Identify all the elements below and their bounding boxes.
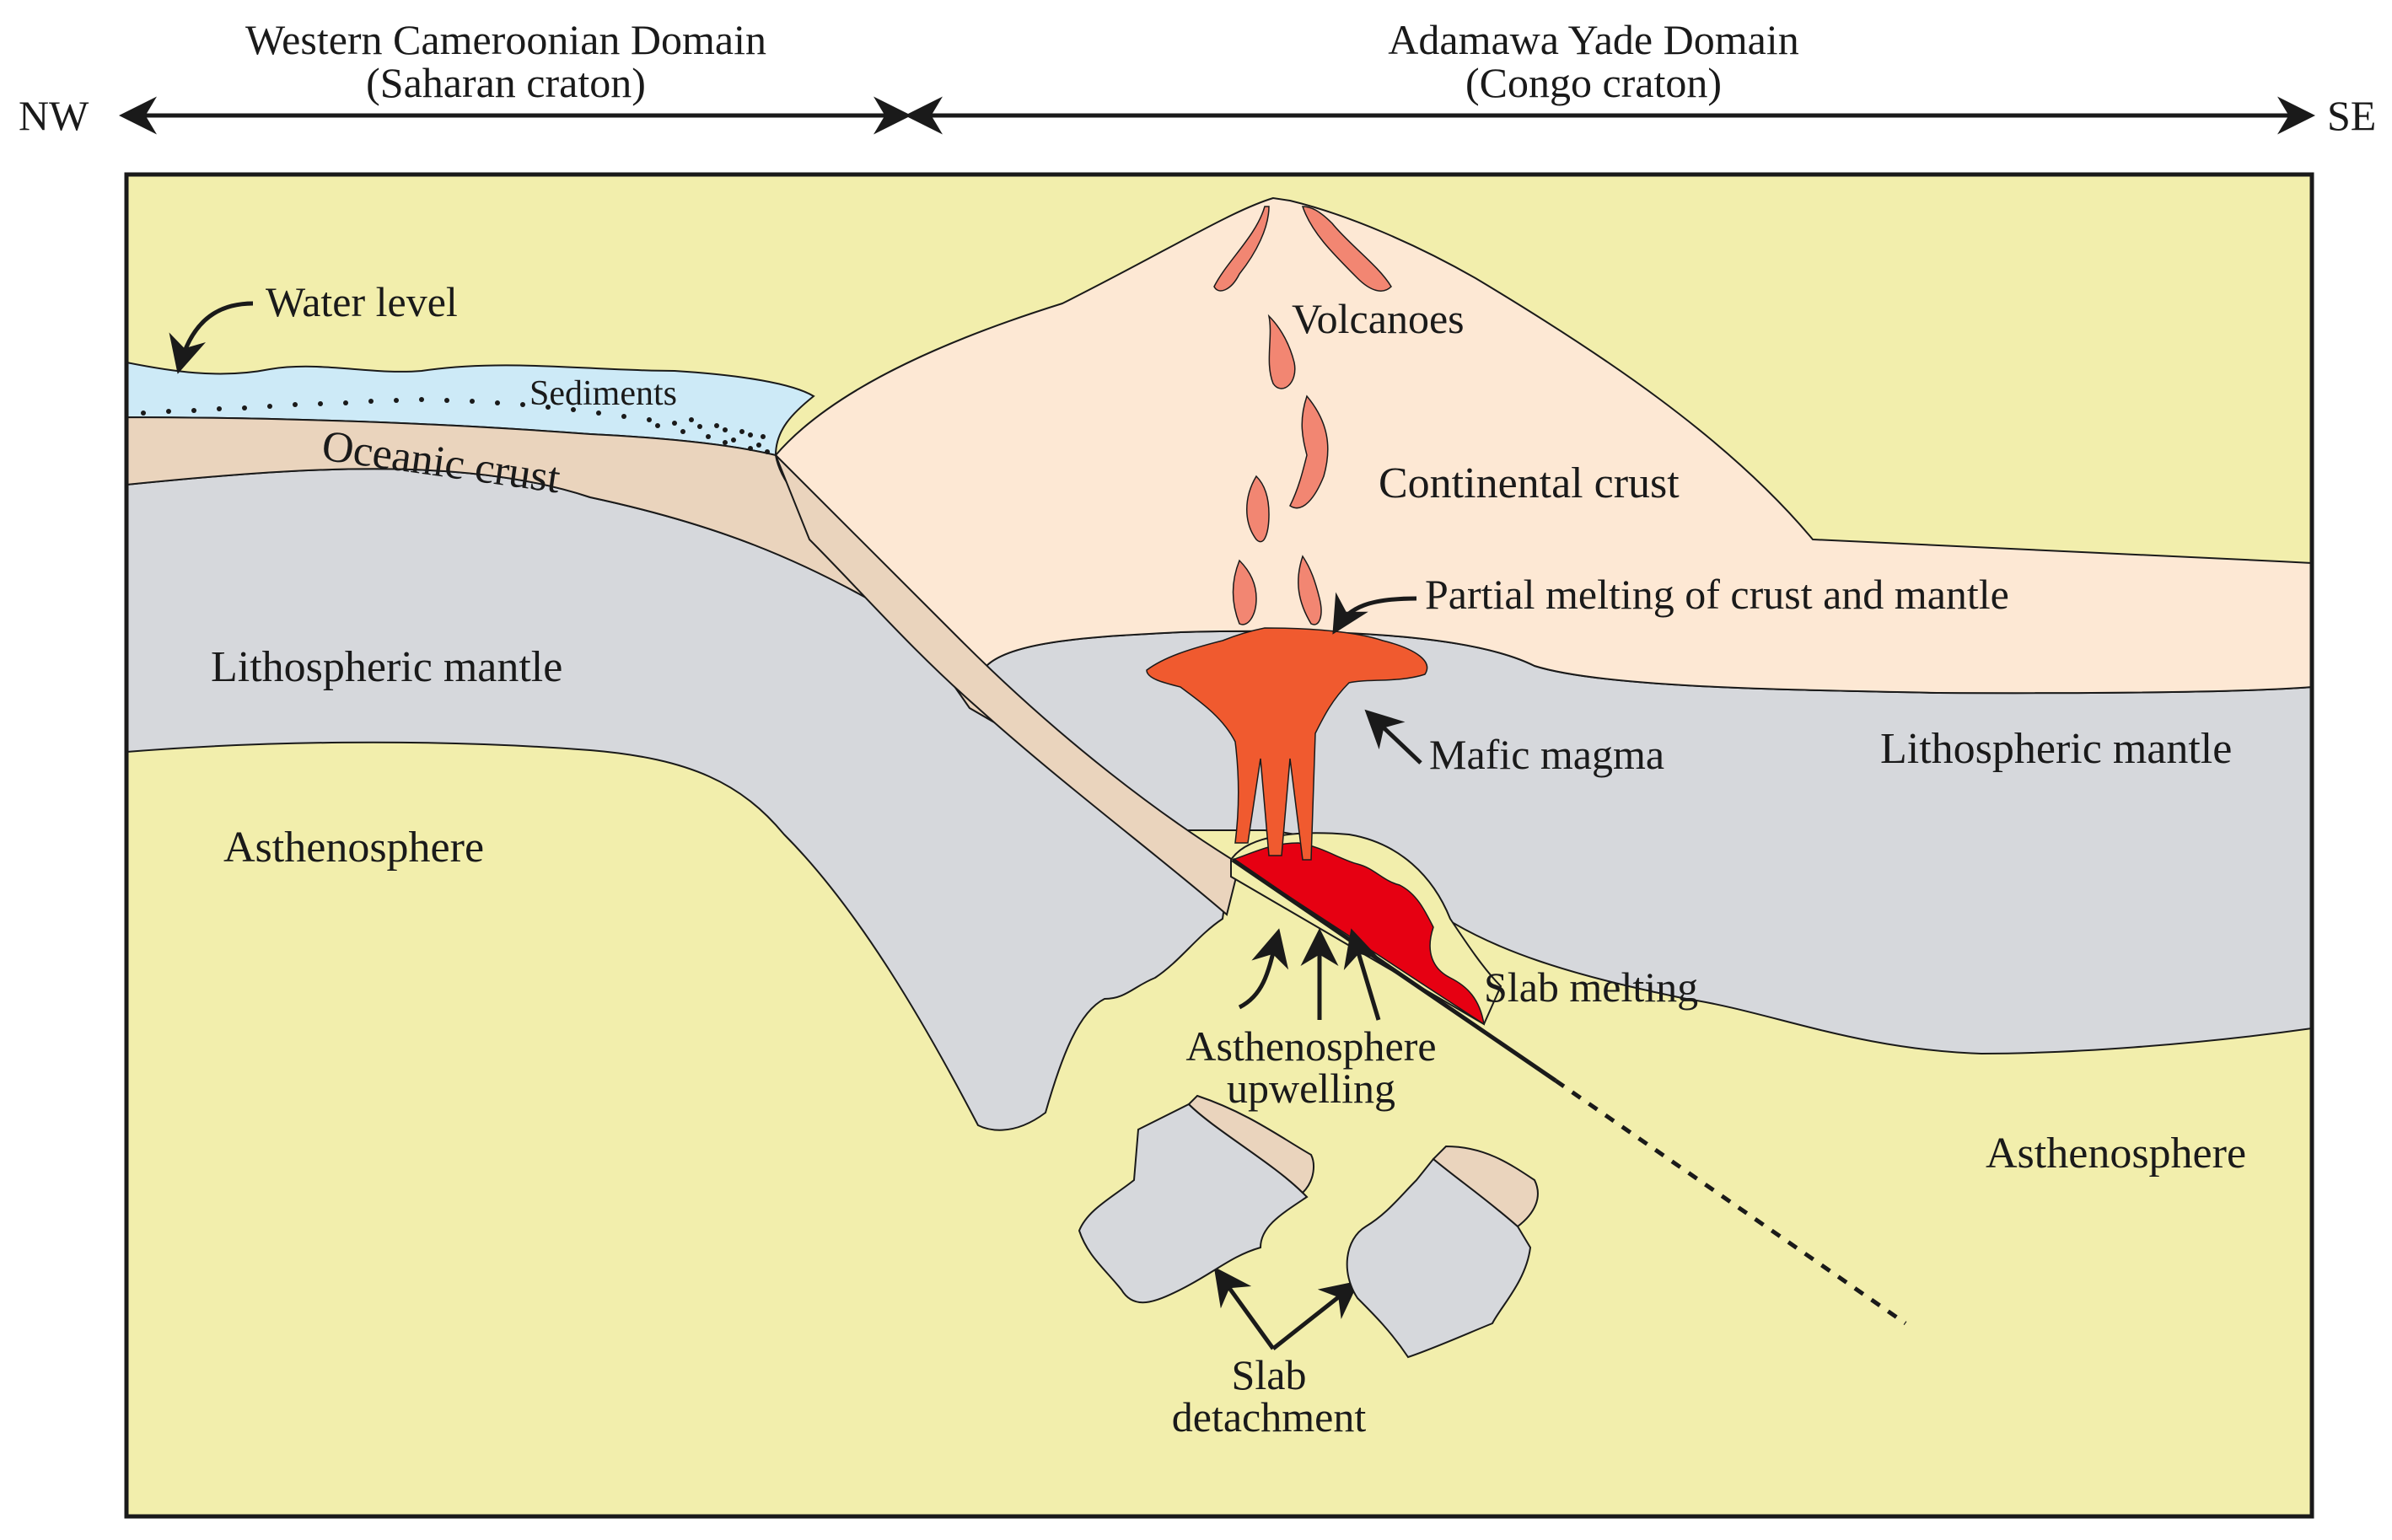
label-partial-melting: Partial melting of crust and mantle xyxy=(1425,571,2009,618)
water-level-arrow xyxy=(169,301,254,374)
section-layers xyxy=(126,174,2312,1516)
continental-crust-layer xyxy=(774,196,2312,695)
label-sediments: Sediments xyxy=(529,374,677,413)
direction-se: SE xyxy=(2327,92,2376,139)
conduit-7 xyxy=(1298,555,1322,625)
conduit-5 xyxy=(1246,475,1270,543)
conduit-1 xyxy=(1213,206,1270,292)
detached-slab-right-crust xyxy=(1432,1145,1539,1228)
section-frame xyxy=(124,172,2314,1519)
detached-slabs xyxy=(1078,1094,1539,1359)
sediment-dots xyxy=(141,397,770,454)
label-volcanoes: Volcanoes xyxy=(1292,295,1465,342)
domain-west-name: Western Cameroonian Domain xyxy=(245,16,766,63)
conduit-2 xyxy=(1301,206,1392,292)
upwelling-arrow-1 xyxy=(1238,928,1289,1010)
detachment-arrow-right xyxy=(1271,1280,1360,1350)
label-detachment-line1: Slab xyxy=(1232,1351,1307,1398)
direction-nw: NW xyxy=(19,92,89,139)
detached-slab-left-crust xyxy=(1187,1094,1314,1194)
header: Western Cameroonian Domain (Saharan crat… xyxy=(19,16,2376,139)
label-water-level: Water level xyxy=(266,278,458,325)
annotation-arrows xyxy=(169,301,1422,1350)
detachment-arrow-left xyxy=(1213,1266,1276,1350)
label-asthenosphere-west: Asthenosphere xyxy=(223,824,484,872)
domain-east-craton: (Congo craton) xyxy=(1465,59,1722,106)
mafic-magma-body xyxy=(1146,627,1428,861)
label-slab-melting: Slab melting xyxy=(1484,963,1698,1011)
label-detachment-line2: detachment xyxy=(1172,1393,1367,1441)
label-upwelling-line2: upwelling xyxy=(1227,1065,1395,1112)
labels: Water level Sediments Oceanic crust Volc… xyxy=(211,278,2246,1441)
label-lithospheric-mantle-west: Lithospheric mantle xyxy=(211,643,562,691)
conduit-3 xyxy=(1267,314,1296,389)
domain-east-name: Adamawa Yade Domain xyxy=(1388,16,1798,63)
label-lithospheric-mantle-east: Lithospheric mantle xyxy=(1880,725,2232,773)
conduit-4 xyxy=(1289,394,1329,509)
volcanic-conduits xyxy=(1213,206,1392,625)
upwelling-arrow-3 xyxy=(1343,928,1381,1021)
label-asthenosphere-east: Asthenosphere xyxy=(1986,1130,2246,1178)
slab-line xyxy=(1231,857,1557,1083)
label-upwelling-line1: Asthenosphere xyxy=(1185,1022,1436,1070)
conduit-6 xyxy=(1232,559,1257,625)
partial-melting-arrow xyxy=(1332,592,1417,635)
mafic-magma-arrow xyxy=(1364,709,1422,765)
domain-west-craton: (Saharan craton) xyxy=(366,59,646,106)
label-mafic-magma: Mafic magma xyxy=(1429,731,1664,778)
label-continental-crust: Continental crust xyxy=(1379,459,1680,507)
